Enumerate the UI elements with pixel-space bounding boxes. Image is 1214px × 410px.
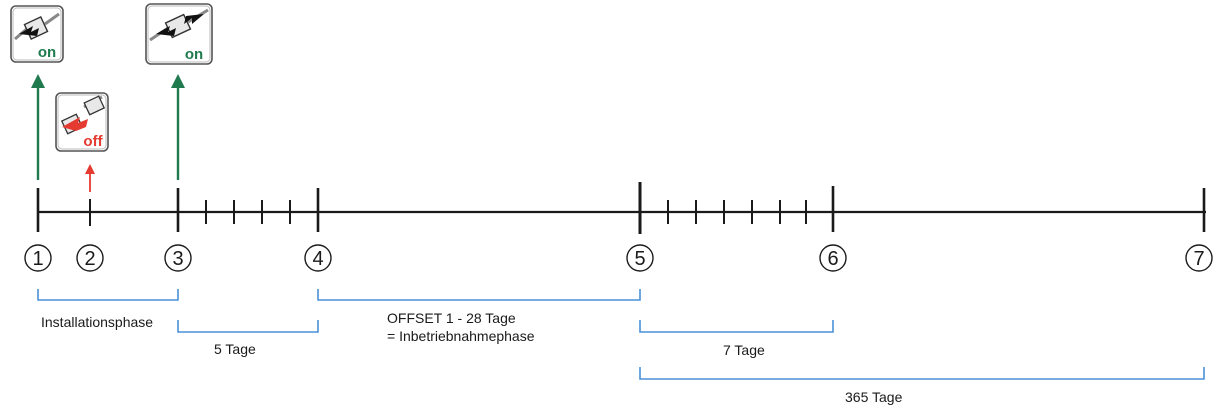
arrow-on-1 (31, 74, 45, 180)
label-five-days: 5 Tage (214, 341, 256, 357)
label-installation: Installationsphase (41, 314, 153, 330)
label-offset-line1: OFFSET 1 - 28 Tage (387, 310, 516, 326)
svg-text:on: on (38, 44, 56, 61)
svg-text:on: on (185, 46, 203, 63)
svg-text:3: 3 (172, 248, 183, 270)
label-seven-days: 7 Tage (723, 342, 765, 358)
arrow-on-3 (171, 74, 185, 180)
milestone-3: 3 (164, 244, 192, 272)
svg-text:7: 7 (1193, 248, 1204, 270)
svg-text:off: off (83, 133, 103, 150)
milestone-1: 1 (24, 244, 52, 272)
day-ticks-3-4 (205, 200, 291, 224)
bracket-installation (37, 289, 179, 301)
milestone-6: 6 (819, 244, 847, 272)
day-ticks-5-6 (667, 200, 807, 224)
milestone-5: 5 (626, 244, 654, 272)
svg-text:1: 1 (32, 248, 43, 270)
bracket-seven-days (639, 320, 834, 333)
svg-text:4: 4 (312, 248, 323, 270)
milestone-7: 7 (1185, 244, 1213, 272)
arrow-off-2 (85, 164, 95, 192)
label-offset-line2: = Inbetriebnahmephase (387, 328, 535, 344)
svg-text:5: 5 (634, 248, 645, 270)
bracket-five-days (177, 320, 319, 333)
bracket-offset (317, 289, 641, 301)
bracket-year (639, 367, 1205, 380)
svg-text:2: 2 (84, 248, 95, 270)
milestone-2: 2 (76, 244, 104, 272)
svg-text:6: 6 (827, 248, 838, 270)
milestone-4: 4 (304, 244, 332, 272)
connector-on-icon: on (145, 3, 213, 65)
connector-off-icon: off (55, 92, 109, 152)
label-year: 365 Tage (845, 389, 903, 405)
connector-on-icon: on (10, 5, 64, 63)
